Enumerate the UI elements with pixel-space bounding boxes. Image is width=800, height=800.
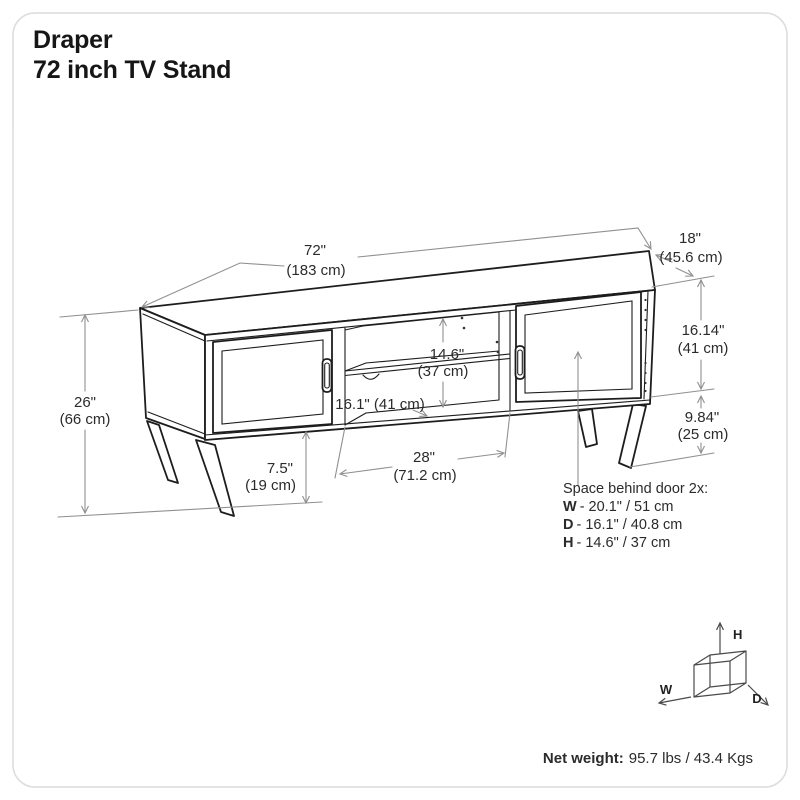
interior-ceiling-slant <box>344 325 364 331</box>
door-space-callout: Space behind door 2x: W- 20.1" / 51 cm D… <box>563 350 708 551</box>
left-door-frame <box>212 329 333 434</box>
dim-opening-width-cm: (71.2 cm) <box>393 467 456 484</box>
bottom-rail-left <box>147 411 206 435</box>
door-space-row-w: W- 20.1" / 51 cm <box>563 499 673 515</box>
product-type: 72 inch TV Stand <box>33 56 231 84</box>
dim-total-height-in: 26" <box>74 394 96 411</box>
middle-compartment <box>344 310 511 426</box>
page-title: Draper 72 inch TV Stand <box>33 26 231 84</box>
shelf-pin-hole <box>460 316 464 320</box>
leg-back-right <box>618 403 647 469</box>
left-door-handle-inner <box>324 362 330 389</box>
interior-ceiling-back <box>362 311 500 327</box>
dim-depth-in: 18" <box>679 230 701 247</box>
interior-floor-slant <box>344 412 367 426</box>
net-weight: Net weight:95.7 lbs / 43.4 Kgs <box>543 750 753 767</box>
bottom-rail-front <box>204 399 651 436</box>
right-door-handle-inner <box>517 349 523 376</box>
cable-notch <box>362 373 380 380</box>
right-end-top <box>640 290 649 293</box>
axis-cube-icon: H W D <box>659 623 768 706</box>
dim-total-height: 26" (66 cm) <box>57 309 323 518</box>
dim-width: 72" (183 cm) <box>140 227 652 308</box>
shelf-pin-hole <box>495 340 499 344</box>
interior-floor-back <box>365 399 500 414</box>
right-door <box>514 291 642 403</box>
left-door <box>212 329 333 434</box>
dim-opening-width: 28" (71.2 cm) <box>334 412 511 484</box>
dim-leg-height: 7.5" (19 cm) <box>245 430 310 505</box>
dim-leg-height-in: 7.5" <box>267 460 293 477</box>
right-end <box>640 290 649 400</box>
left-door-inner-panel <box>221 339 324 425</box>
leg-back-left <box>146 420 179 484</box>
dim-opening-width-in: 28" <box>413 449 435 466</box>
dim-interior-depth: 16.1" (41 cm) <box>335 396 429 418</box>
dim-depth: 18" (45.6 cm) <box>654 230 723 277</box>
door-space-heading: Space behind door 2x: <box>563 481 708 497</box>
dim-total-height-cm: (66 cm) <box>60 411 111 428</box>
shelf-back-edge <box>365 350 500 364</box>
axis-label-d: D <box>752 691 761 706</box>
shelf-pin-hole <box>462 326 466 330</box>
shelf-bottom-edge <box>344 357 511 377</box>
dim-interior-depth-label: 16.1" (41 cm) <box>335 396 425 413</box>
dim-shelf-height-cm: (37 cm) <box>418 363 469 380</box>
dim-width-in: 72" <box>304 242 326 259</box>
dim-bottom-clearance-in: 9.84" <box>685 409 720 426</box>
leg-front-left <box>195 439 235 517</box>
dim-bottom-clearance-cm: (25 cm) <box>678 426 729 443</box>
right-end-edge <box>643 290 649 400</box>
shelf-front-edge <box>344 353 511 372</box>
dim-body-height: 16.14" (41 cm) <box>650 275 729 398</box>
width-axis-arrow <box>659 696 692 703</box>
dim-body-height-in: 16.14" <box>682 322 725 339</box>
top-slab-edge-left <box>142 313 206 342</box>
door-space-row-d: D- 16.1" / 40.8 cm <box>563 517 682 533</box>
axis-label-h: H <box>733 627 742 642</box>
dim-width-cm: (183 cm) <box>286 262 345 279</box>
dim-body-height-cm: (41 cm) <box>678 340 729 357</box>
axis-label-w: W <box>660 682 673 697</box>
door-space-row-h: H- 14.6" / 37 cm <box>563 535 670 551</box>
dim-leg-height-cm: (19 cm) <box>245 477 296 494</box>
dim-bottom-clearance: 9.84" (25 cm) <box>629 394 729 468</box>
shelf-pin-hole <box>496 350 500 354</box>
dim-depth-cm: (45.6 cm) <box>659 249 722 266</box>
dim-shelf-height-in: 14.6" <box>430 346 465 363</box>
tv-stand-drawing <box>139 250 656 517</box>
left-door-handle <box>321 358 333 393</box>
leg-front-right <box>577 408 598 448</box>
dim-shelf-height: 14.6" (37 cm) <box>418 317 469 409</box>
product-name: Draper <box>33 26 113 54</box>
right-door-handle <box>514 345 526 380</box>
legs <box>146 403 647 517</box>
depth-axis-arrow <box>747 684 768 705</box>
shelf-left-slant <box>344 362 367 372</box>
page-border <box>12 12 788 788</box>
